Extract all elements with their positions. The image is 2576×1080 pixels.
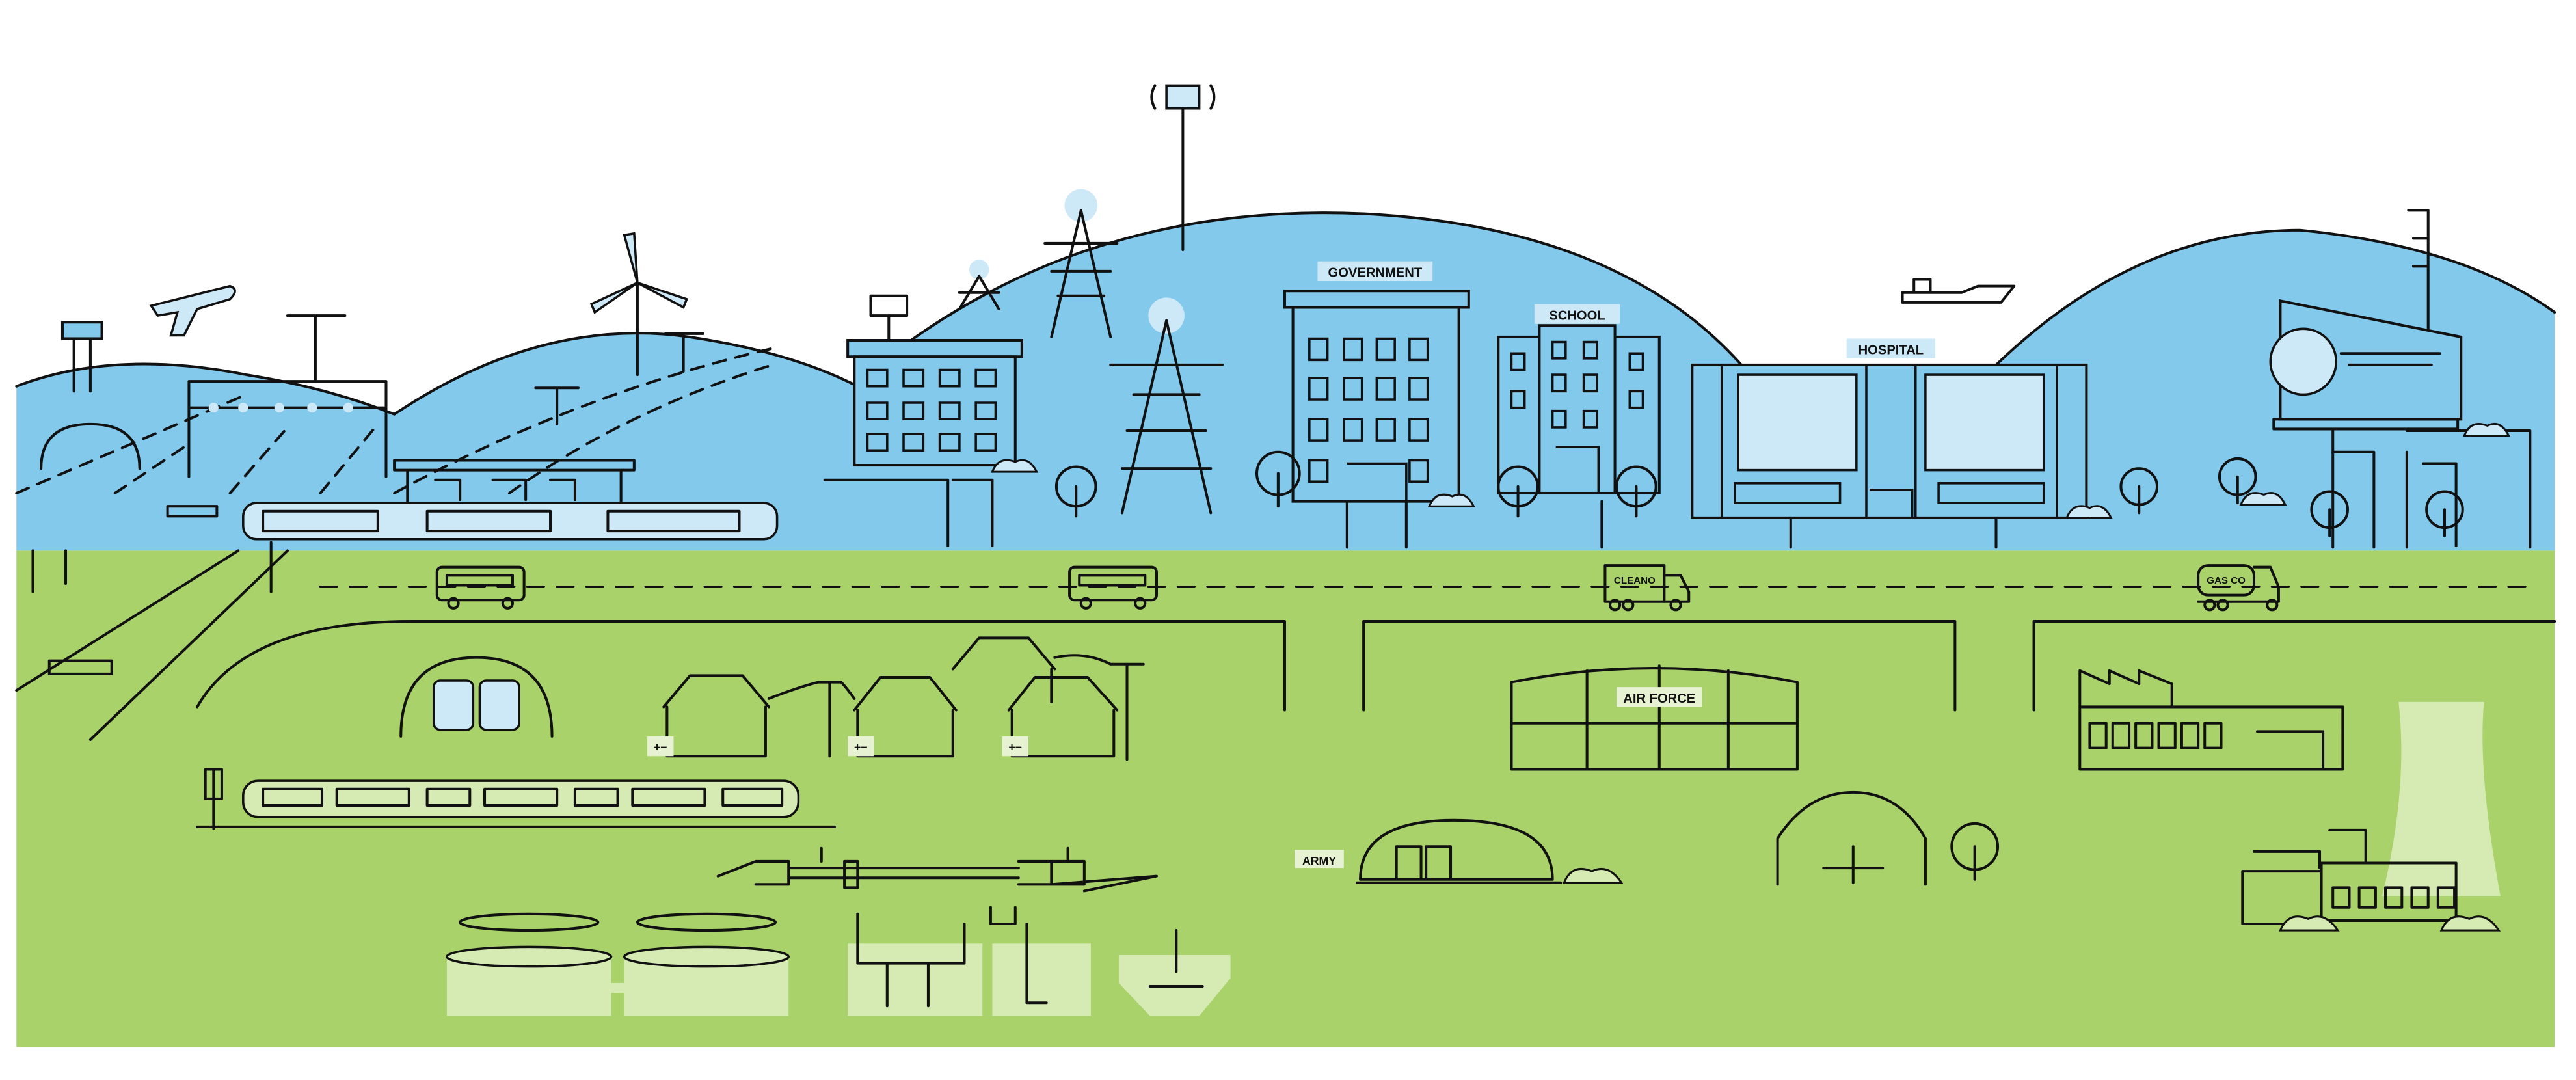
bus-2 bbox=[1068, 565, 1158, 610]
cleaning-truck-label: CLEANO bbox=[1614, 575, 1656, 586]
battery-label-1: +− bbox=[654, 741, 667, 754]
barrier-2 bbox=[47, 659, 113, 675]
blue-hills bbox=[16, 213, 2555, 551]
train-lower bbox=[196, 768, 836, 830]
aircraft-hangar bbox=[1776, 790, 1927, 886]
refinery bbox=[2269, 209, 2463, 549]
barrier bbox=[166, 505, 219, 518]
station bbox=[393, 459, 636, 503]
school-label: SCHOOL bbox=[1549, 308, 1605, 323]
cooling-tower bbox=[2381, 701, 2501, 897]
factory bbox=[2078, 669, 2344, 771]
water-treatment-tanks bbox=[446, 906, 1231, 1016]
gas-truck-label: GAS CO bbox=[2207, 575, 2246, 586]
battery-label-2: +− bbox=[854, 741, 868, 754]
power-pylons bbox=[958, 189, 1224, 515]
cleaning-truck: CLEANO bbox=[1603, 564, 1691, 612]
underground-lines bbox=[31, 429, 2532, 593]
government-label: GOVERNMENT bbox=[1328, 266, 1423, 280]
control-tower-icon bbox=[60, 321, 103, 393]
tunnel bbox=[40, 422, 141, 470]
clouds bbox=[991, 423, 2510, 932]
airplane-icon bbox=[149, 284, 236, 337]
wind-turbine-icon bbox=[589, 232, 689, 377]
train-upper bbox=[242, 502, 779, 541]
highway bbox=[15, 347, 774, 495]
air-force-hangar: AIR FORCE bbox=[1510, 664, 1799, 771]
government-building: GOVERNMENT bbox=[1283, 261, 1470, 549]
hospital-label: HOSPITAL bbox=[1858, 343, 1924, 357]
train-windows bbox=[262, 509, 741, 533]
train-depot bbox=[399, 656, 554, 738]
office-building bbox=[823, 294, 1023, 547]
lights bbox=[208, 403, 353, 413]
bus-1 bbox=[435, 565, 526, 610]
lamp-posts bbox=[286, 314, 704, 425]
army-label: ARMY bbox=[1302, 854, 1336, 867]
air-force-label: AIR FORCE bbox=[1623, 692, 1695, 706]
gas-truck: GAS CO bbox=[2197, 564, 2280, 612]
trees bbox=[1054, 450, 2464, 881]
army-bunker: ARMY bbox=[1295, 818, 1563, 884]
cell-tower-icon bbox=[1150, 84, 1216, 252]
battery-label-3: +− bbox=[1008, 741, 1022, 754]
hospital-building: HOSPITAL bbox=[1691, 278, 2088, 519]
solar-houses: +− +− +− bbox=[647, 636, 1145, 761]
road-edges bbox=[15, 549, 2556, 742]
pipeline bbox=[716, 846, 1158, 893]
